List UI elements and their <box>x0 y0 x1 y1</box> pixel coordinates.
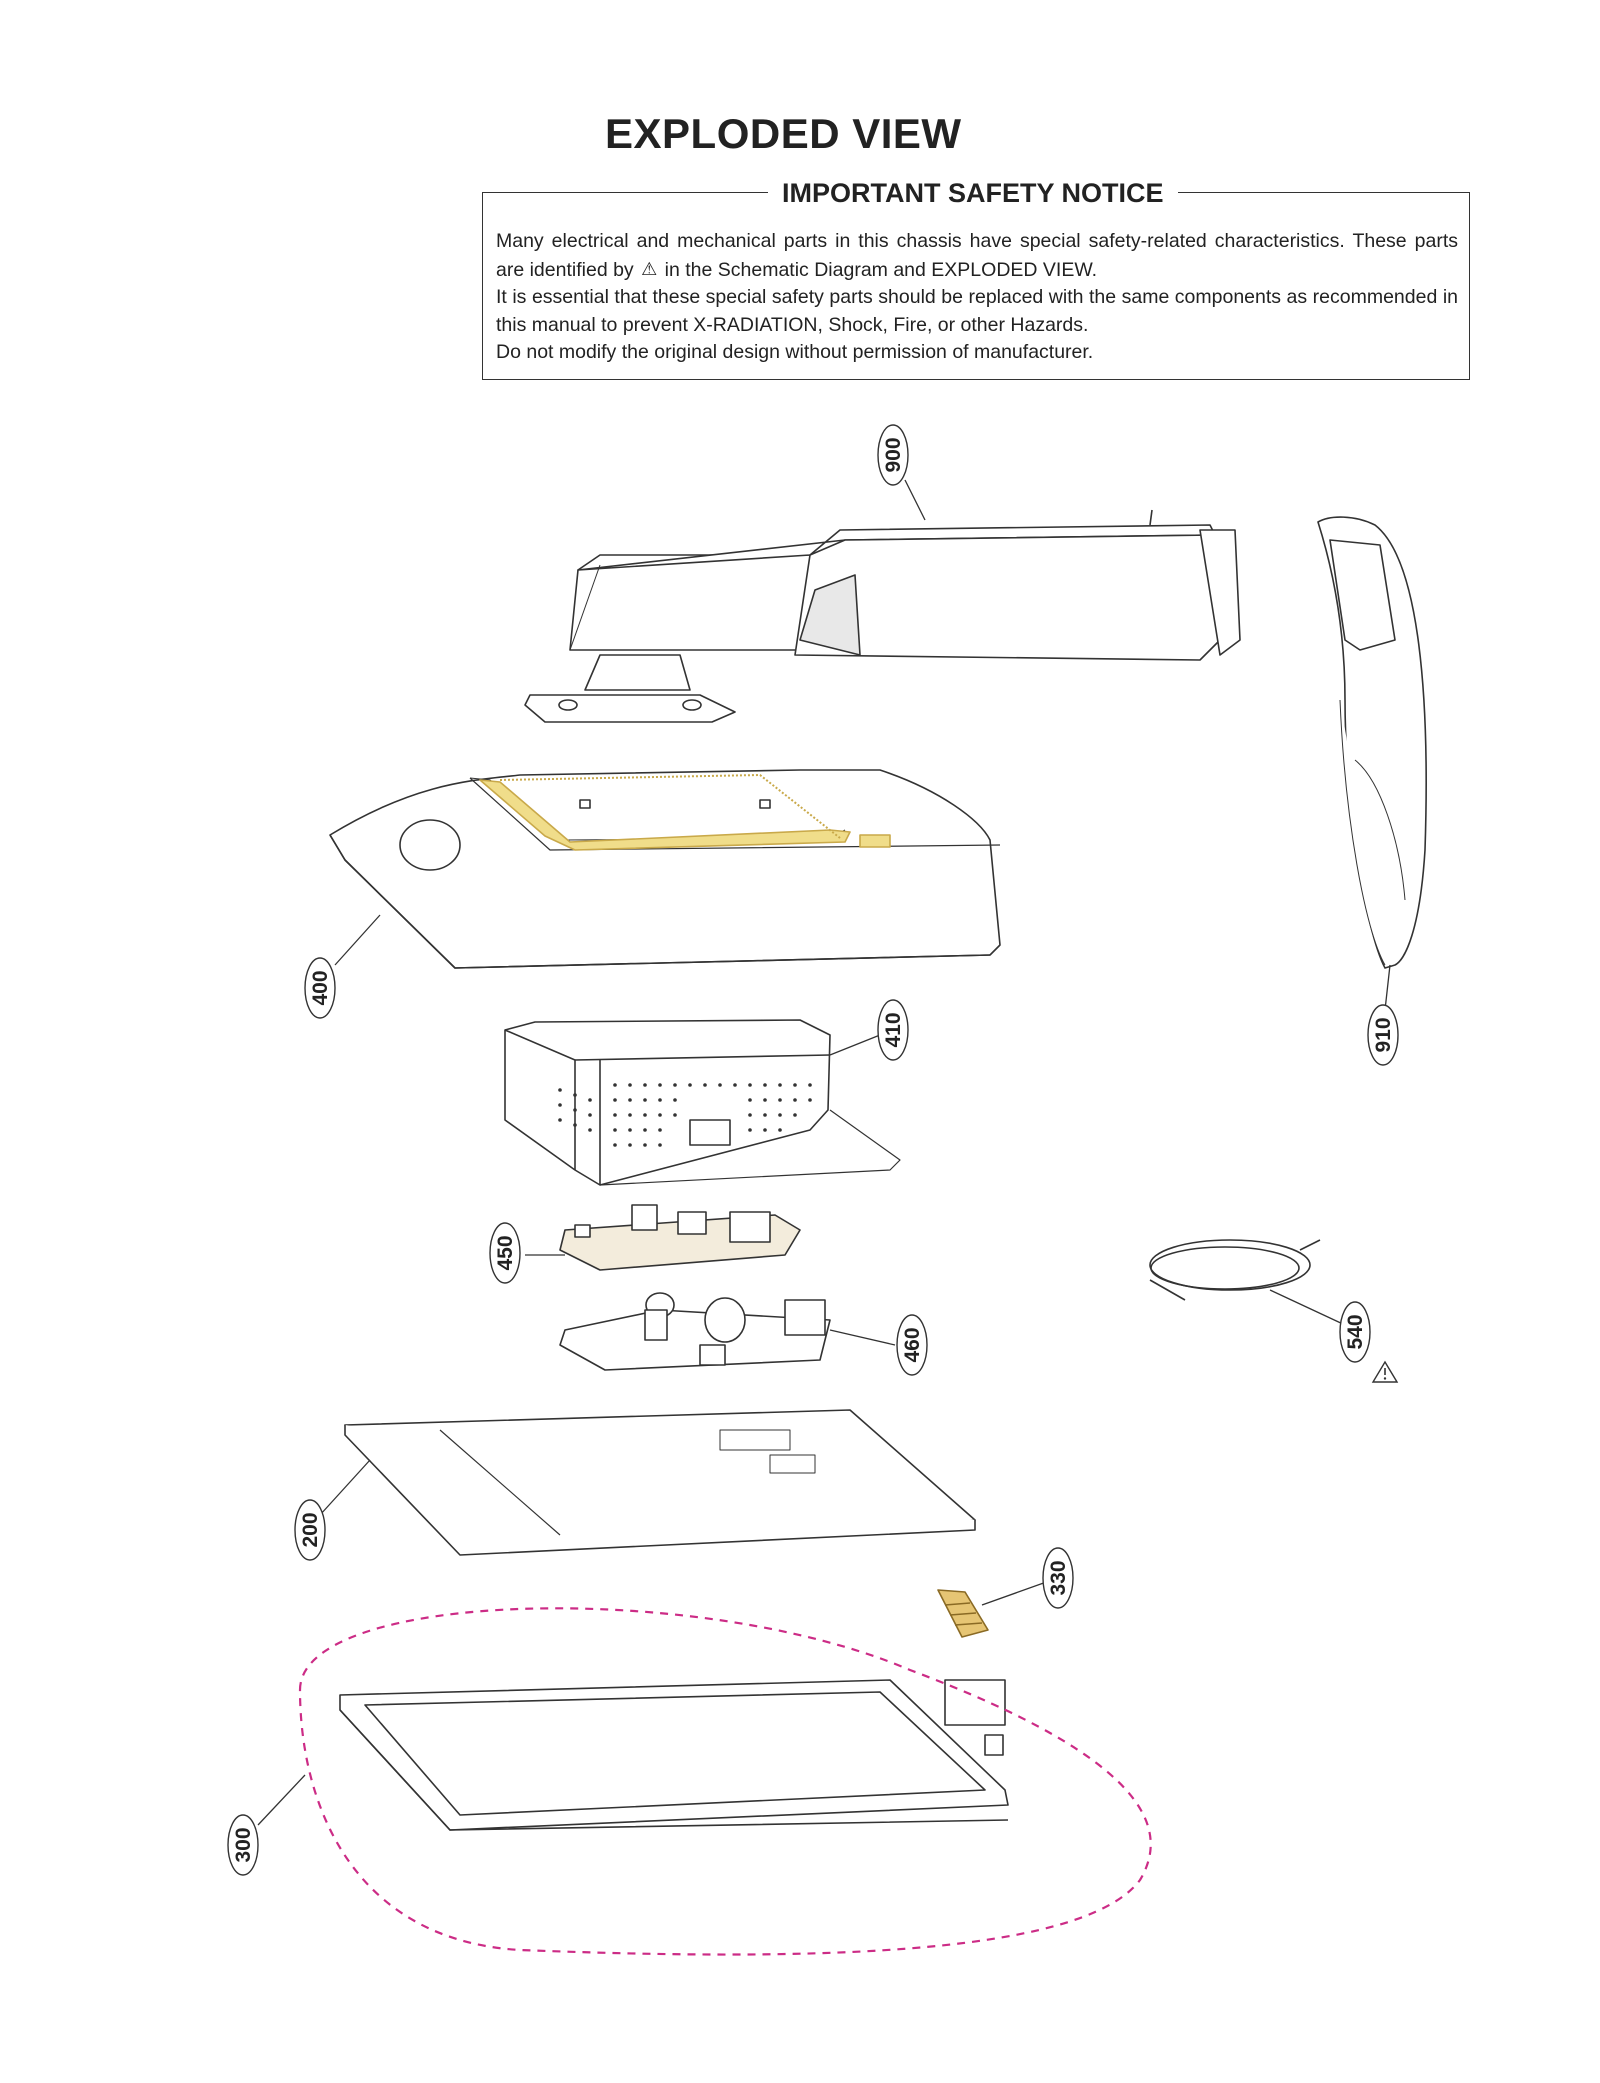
callout-900-label: 900 <box>882 437 905 472</box>
callout-460-label: 460 <box>901 1327 924 1362</box>
callout-450-label: 450 <box>494 1235 517 1270</box>
callout-200: 200 <box>294 1499 326 1561</box>
shield-case-part <box>504 1019 901 1186</box>
power-board-part <box>559 1292 831 1371</box>
callout-410: 410 <box>877 999 909 1061</box>
warning-triangle-icon: ⚠ <box>641 258 658 279</box>
callout-540: 540 <box>1339 1301 1371 1363</box>
callout-200-label: 200 <box>299 1512 322 1547</box>
callout-450: 450 <box>489 1222 521 1284</box>
lcd-module-part <box>344 1409 976 1556</box>
key-assembly-part <box>937 1589 989 1638</box>
notice-paragraph-2: It is essential that these special safet… <box>496 286 1458 336</box>
main-board-part <box>559 1204 801 1271</box>
callout-330-label: 330 <box>1047 1560 1070 1595</box>
front-cabinet-outline <box>298 1607 1152 1956</box>
callout-900: 900 <box>877 424 909 486</box>
callout-410-label: 410 <box>882 1012 905 1047</box>
callout-330: 330 <box>1042 1547 1074 1609</box>
callout-400-label: 400 <box>309 970 332 1005</box>
page-title: EXPLODED VIEW <box>605 110 962 157</box>
callout-910: 910 <box>1367 1004 1399 1066</box>
callout-540-label: 540 <box>1344 1314 1367 1349</box>
notice-line1-a: Many electrical and mechanical parts in … <box>496 230 1458 281</box>
front-cabinet-part <box>339 1679 1009 1831</box>
stand-base-part <box>1317 516 1427 969</box>
stand-arm-part <box>524 509 1241 723</box>
warning-triangle-icon <box>1371 1360 1399 1383</box>
safety-notice-body: Many electrical and mechanical parts in … <box>496 228 1458 367</box>
back-cover-part <box>329 769 1001 969</box>
callout-400: 400 <box>304 957 336 1019</box>
notice-paragraph-1: Many electrical and mechanical parts in … <box>496 228 1458 284</box>
safety-notice-heading: IMPORTANT SAFETY NOTICE <box>768 178 1178 209</box>
notice-line1-b: in the Schematic Diagram and EXPLODED VI… <box>664 258 1098 281</box>
callout-300: 300 <box>227 1814 259 1876</box>
notice-paragraph-3: Do not modify the original design withou… <box>496 341 1094 363</box>
callout-300-label: 300 <box>232 1827 255 1862</box>
callout-460: 460 <box>896 1314 928 1376</box>
callout-910-label: 910 <box>1372 1017 1395 1052</box>
power-cord-part <box>1149 1239 1321 1301</box>
